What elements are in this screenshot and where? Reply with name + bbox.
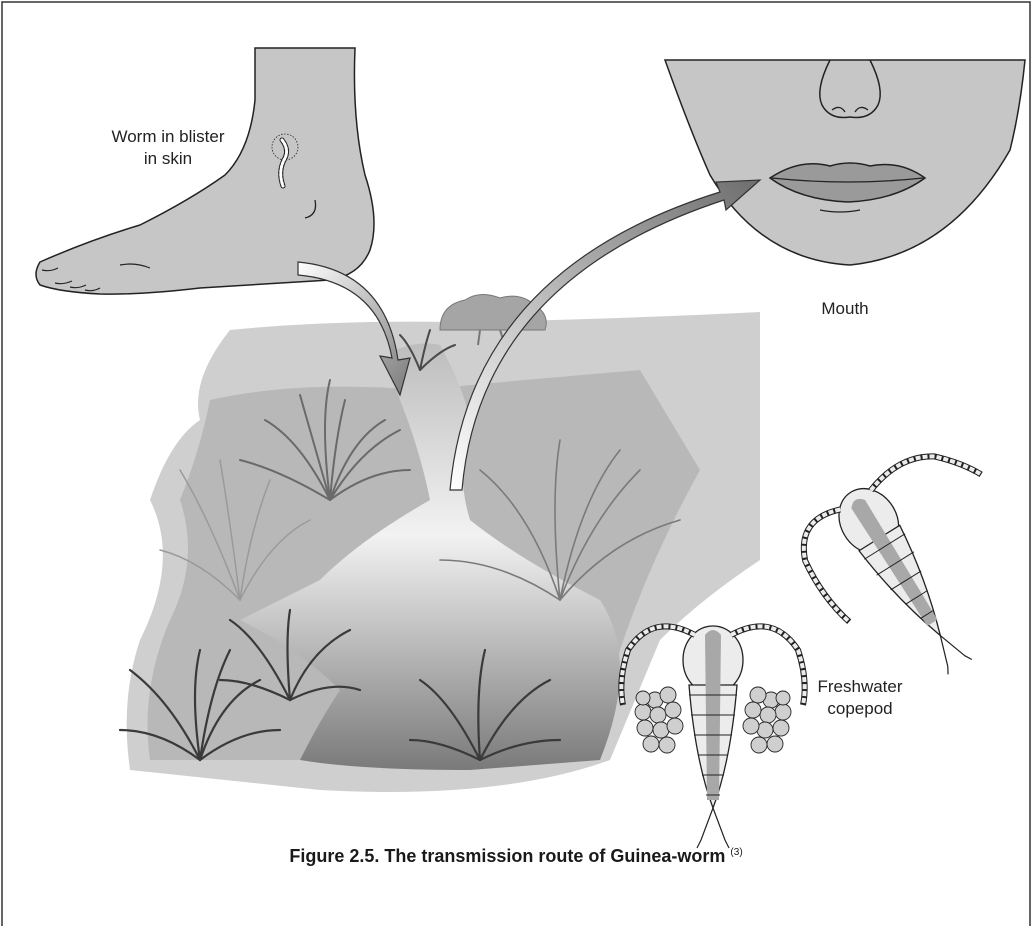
egg-sac-right: [743, 687, 791, 753]
label-worm-line1: Worm in blister: [68, 126, 268, 148]
face-illustration: [665, 60, 1025, 265]
foot-shape: [36, 48, 374, 294]
label-mouth: Mouth: [790, 298, 900, 320]
label-mouth-text: Mouth: [790, 298, 900, 320]
egg-sac-left: [635, 687, 683, 753]
label-copepod-line2: copepod: [800, 698, 920, 720]
label-worm-in-blister: Worm in blister in skin: [68, 126, 268, 170]
caption-reference: (3): [730, 847, 742, 858]
label-worm-line2: in skin: [68, 148, 268, 170]
figure-caption: Figure 2.5. The transmission route of Gu…: [0, 846, 1032, 867]
label-freshwater-copepod: Freshwater copepod: [800, 676, 920, 720]
caption-text: Figure 2.5. The transmission route of Gu…: [289, 846, 725, 866]
label-copepod-line1: Freshwater: [800, 676, 920, 698]
foot-illustration: [36, 48, 374, 294]
copepod-illustration-upper: [786, 429, 1032, 708]
